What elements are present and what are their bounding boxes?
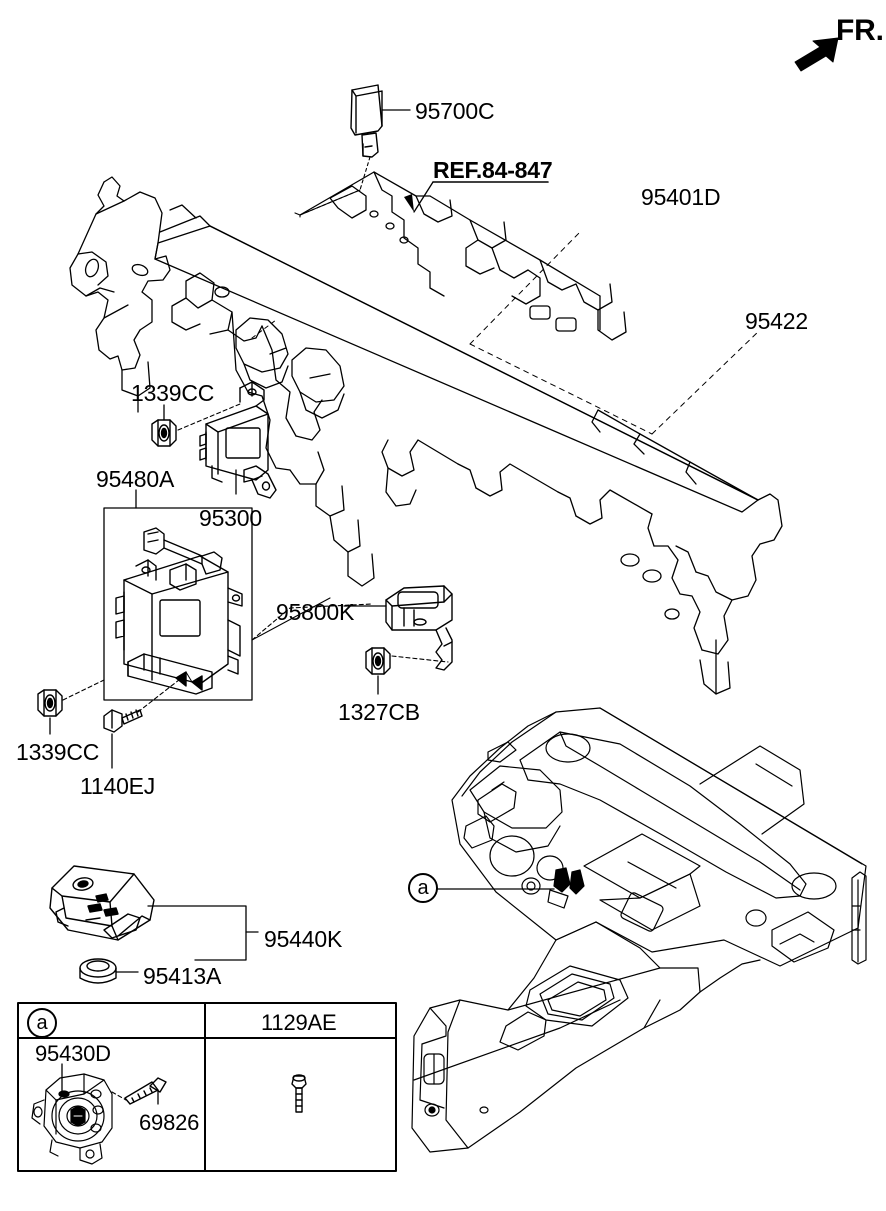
leader-95800k-to-body: [251, 603, 373, 641]
occupant-sensor-95800k: [385, 585, 453, 671]
callout-95300: 95300: [199, 505, 262, 531]
table-header-1129ae: 1129AE: [261, 1010, 337, 1035]
dash-callout-marker-a: a: [408, 873, 438, 903]
callout-1140ej: 1140EJ: [80, 773, 156, 799]
callout-95480a: 95480A: [96, 466, 175, 492]
callout-95700c: 95700C: [415, 98, 495, 124]
leader-1339cc-lower-dash: [62, 679, 105, 701]
instrument-panel-assembly: [411, 707, 867, 1153]
front-direction-arrow-icon: [794, 37, 839, 72]
callout-1339cc-upper: 1339CC: [131, 380, 215, 406]
screw-69826: [124, 1077, 167, 1105]
flange-nut-1339cc-lower: [37, 689, 63, 717]
callout-95401d: 95401D: [641, 184, 721, 210]
table-part-69826: 69826: [139, 1110, 200, 1135]
flange-bolt-1140ej: [103, 709, 143, 733]
callout-95440k: 95440K: [264, 926, 343, 952]
ref-arrowhead: [404, 194, 414, 212]
parts-table-grid: [17, 1002, 397, 1172]
airbag-control-module-95300: [199, 381, 277, 499]
table-header-marker-a: a: [27, 1008, 57, 1038]
bracket-95480a: [103, 507, 253, 701]
callout-95422: 95422: [745, 308, 808, 334]
ignition-switch-95430d: [31, 1073, 113, 1165]
leader-1140ej-dash: [137, 675, 185, 713]
leader-1339cc-upper-dash: [177, 403, 241, 431]
smart-key-control-unit-95480a: [115, 527, 243, 695]
front-direction-label: FR.: [836, 14, 884, 47]
flange-nut-1327cb: [365, 647, 391, 675]
bolt-1129ae: [291, 1074, 307, 1113]
flange-nut-1339cc-upper: [151, 419, 177, 447]
smart-key-fob-95440k: [49, 865, 155, 941]
leader-1327cb-dash: [391, 655, 449, 663]
table-part-95430d: 95430D: [35, 1041, 111, 1066]
callout-1327cb: 1327CB: [338, 699, 420, 725]
battery-cap-95413a: [79, 958, 117, 984]
leader-95440k-bracket: [147, 905, 247, 961]
cowl-crossbar-assembly: [69, 171, 783, 695]
ref-leader: [413, 181, 434, 213]
relay-module-95700c: [350, 84, 383, 158]
leader-95700c-to-beam: [299, 156, 371, 216]
callout-ref-84-847: REF.84-847: [433, 157, 553, 183]
leader-69826-dash: [111, 1091, 127, 1101]
callout-95800k: 95800K: [276, 599, 355, 625]
callout-95413a: 95413A: [143, 963, 222, 989]
callout-1339cc-lower: 1339CC: [16, 739, 100, 765]
